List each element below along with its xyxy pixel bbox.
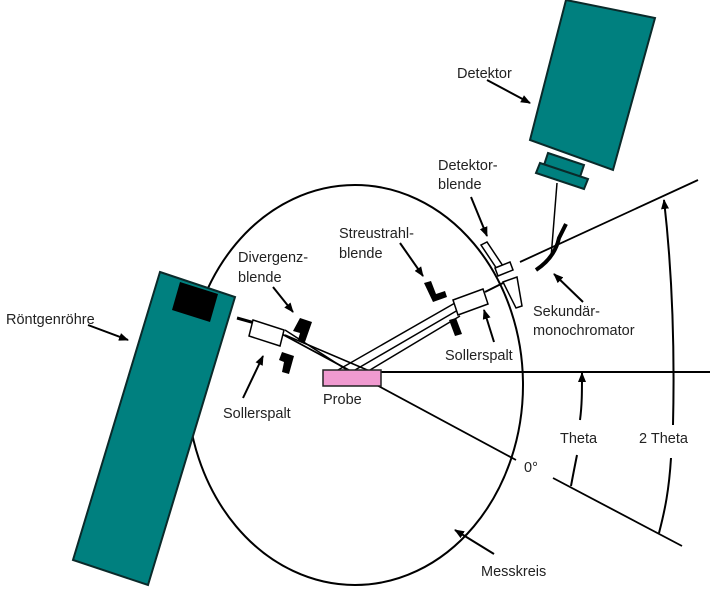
label-sekundaer-2: monochromator	[533, 323, 635, 339]
divergence-slit	[279, 318, 312, 374]
xray-tube	[71, 270, 237, 587]
soller-slit-left	[248, 319, 285, 347]
label-divergenzblende-1: Divergenz-	[238, 250, 308, 266]
label-sekundaer-1: Sekundär-	[533, 304, 600, 320]
two-theta-arc-upper	[661, 199, 675, 426]
secondary-monochromator	[534, 223, 568, 272]
zero-degree-line	[279, 332, 517, 461]
label-two-theta: 2 Theta	[639, 431, 689, 447]
label-messkreis: Messkreis	[481, 564, 546, 580]
label-streustrahlblende-1: Streustrahl-	[339, 226, 414, 242]
diffracted-beam-line	[519, 179, 699, 263]
zero-degree-line-ext	[552, 477, 683, 547]
label-detektorblende-2: blende	[438, 177, 482, 193]
label-probe: Probe	[323, 392, 362, 408]
label-detektorblende-1: Detektor-	[438, 158, 498, 174]
label-sollerspalt-right: Sollerspalt	[445, 348, 513, 364]
theta-arc-lower	[570, 454, 578, 487]
detector-slit	[479, 241, 523, 309]
theta-arc-upper	[577, 372, 586, 421]
label-divergenzblende-2: blende	[238, 270, 282, 286]
label-streustrahlblende-2: blende	[339, 246, 383, 262]
label-sollerspalt-left: Sollerspalt	[223, 406, 291, 422]
detector	[528, 0, 657, 191]
two-theta-arc-lower	[658, 457, 672, 534]
anode	[172, 282, 218, 322]
soller-slit-right	[452, 288, 489, 316]
scatter-slit	[424, 281, 462, 336]
label-theta: Theta	[560, 431, 598, 447]
label-detektor: Detektor	[457, 66, 512, 82]
label-zero-degree: 0°	[524, 460, 538, 476]
sample	[322, 369, 382, 387]
label-roentgenroehre: Röntgenröhre	[6, 312, 95, 328]
